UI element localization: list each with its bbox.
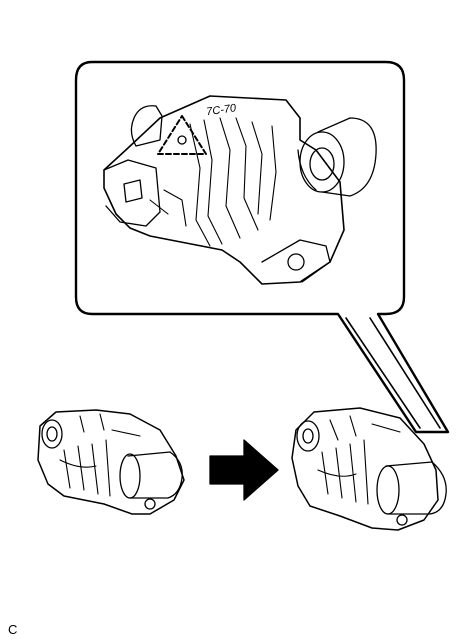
before-ribs: [59, 413, 141, 497]
casting-ribs: [149, 117, 277, 247]
after-body-outline: [291, 407, 439, 531]
embossed-part-code: 7C-70: [206, 102, 238, 118]
after-ribs: [317, 415, 401, 505]
after-lug-hole: [396, 514, 408, 526]
before-valve-cylinder: [127, 451, 183, 499]
valve-cylinder-rim: [297, 149, 317, 191]
triangle-mark-icon: [157, 115, 207, 155]
enlarged-solenoid-body: 7C-70: [103, 95, 377, 285]
after-connector: [296, 420, 320, 452]
left-lug-hole: [123, 179, 143, 203]
right-lug: [261, 239, 331, 283]
rear-connector: [130, 105, 163, 147]
before-lug-hole: [144, 498, 156, 510]
after-connector-inner: [302, 428, 314, 444]
before-valve-face: [119, 453, 141, 499]
solenoid-before: [37, 409, 185, 515]
left-lug: [103, 159, 161, 227]
callout-frame: [74, 60, 450, 434]
right-arrow-icon: [209, 439, 279, 501]
valve-cylinder-face: [299, 131, 345, 193]
before-connector: [41, 419, 63, 449]
callout-pointer-inner: [345, 317, 441, 429]
before-body-outline: [37, 409, 185, 515]
valve-cylinder-body: [317, 117, 377, 197]
after-valve-face: [376, 465, 400, 515]
callout-box: [74, 60, 450, 434]
after-valve-cylinder: [385, 461, 447, 515]
figure-corner-label: C: [8, 622, 18, 637]
body-outline: [103, 95, 345, 285]
valve-cylinder-bore: [309, 147, 335, 181]
before-connector-inner: [46, 426, 58, 442]
right-lug-hole: [287, 253, 305, 271]
solenoid-after: [291, 407, 447, 531]
